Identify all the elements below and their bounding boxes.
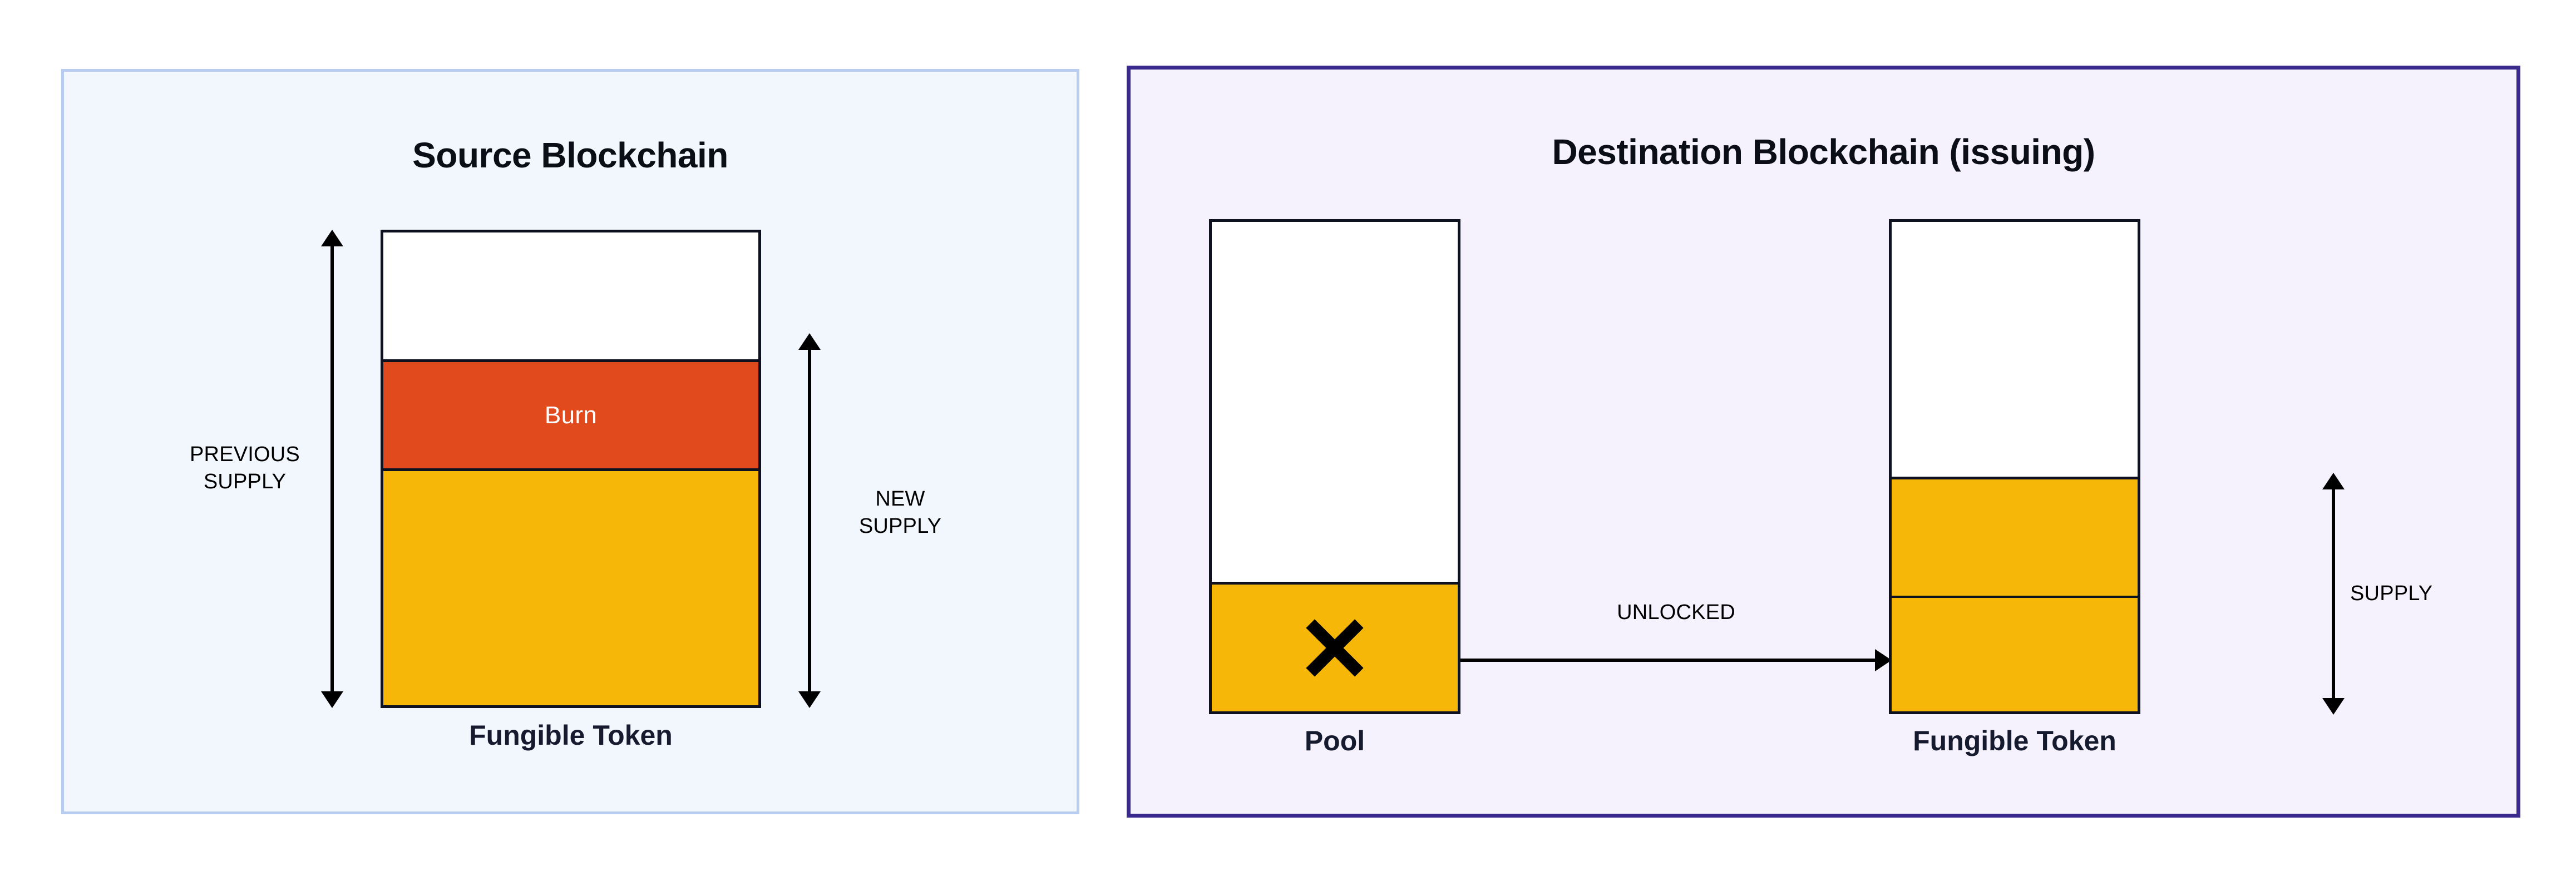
supply-measure-arrow — [2322, 473, 2345, 715]
destination-blockchain-panel: Destination Blockchain (issuing) Pool UN… — [1127, 66, 2520, 818]
destination-fungible-token-bar — [1889, 219, 2140, 714]
burn-label: Burn — [544, 401, 598, 429]
arrow-shaft — [808, 348, 811, 694]
arrow-head-up-icon — [2322, 473, 2345, 489]
source-bar-caption: Fungible Token — [469, 720, 673, 751]
arrow-head-down-icon — [321, 691, 343, 708]
source-bar-segment-burn: Burn — [383, 359, 758, 472]
destination-bar-caption: Fungible Token — [1913, 725, 2116, 756]
destination-bar-segment-empty — [1892, 222, 2138, 477]
arrow-head-up-icon — [321, 230, 343, 246]
unlocked-transfer-arrow — [1460, 649, 1892, 671]
pool-bar — [1209, 219, 1460, 714]
arrow-shaft — [330, 244, 334, 694]
previous-supply-label: PREVIOUS SUPPLY — [190, 443, 300, 493]
source-bar-segment-empty — [383, 232, 758, 360]
pool-bar-segment-empty — [1212, 222, 1458, 582]
destination-bar-segment-newly-issued — [1892, 476, 2138, 598]
x-mark-icon — [1308, 621, 1361, 675]
destination-panel-title: Destination Blockchain (issuing) — [1552, 132, 2095, 172]
unlocked-arrow-label: UNLOCKED — [1617, 601, 1735, 624]
supply-label: SUPPLY — [2350, 582, 2433, 605]
new-supply-measure-arrow — [798, 333, 821, 708]
arrow-shaft — [2332, 487, 2335, 700]
arrow-head-up-icon — [798, 333, 821, 350]
source-panel-title: Source Blockchain — [412, 135, 728, 176]
source-bar-segment-remaining-supply — [383, 471, 758, 705]
arrow-head-down-icon — [2322, 698, 2345, 715]
source-blockchain-panel: Source Blockchain Burn Fungible Token PR… — [61, 69, 1079, 814]
pool-bar-caption: Pool — [1304, 725, 1365, 756]
source-fungible-token-bar: Burn — [381, 230, 761, 708]
arrow-shaft — [1460, 659, 1877, 662]
destination-bar-segment-existing-supply — [1892, 598, 2138, 711]
new-supply-label: NEW SUPPLY — [858, 487, 942, 538]
previous-supply-measure-arrow — [321, 230, 343, 708]
arrow-head-down-icon — [798, 691, 821, 708]
pool-bar-segment-locked — [1212, 581, 1458, 711]
